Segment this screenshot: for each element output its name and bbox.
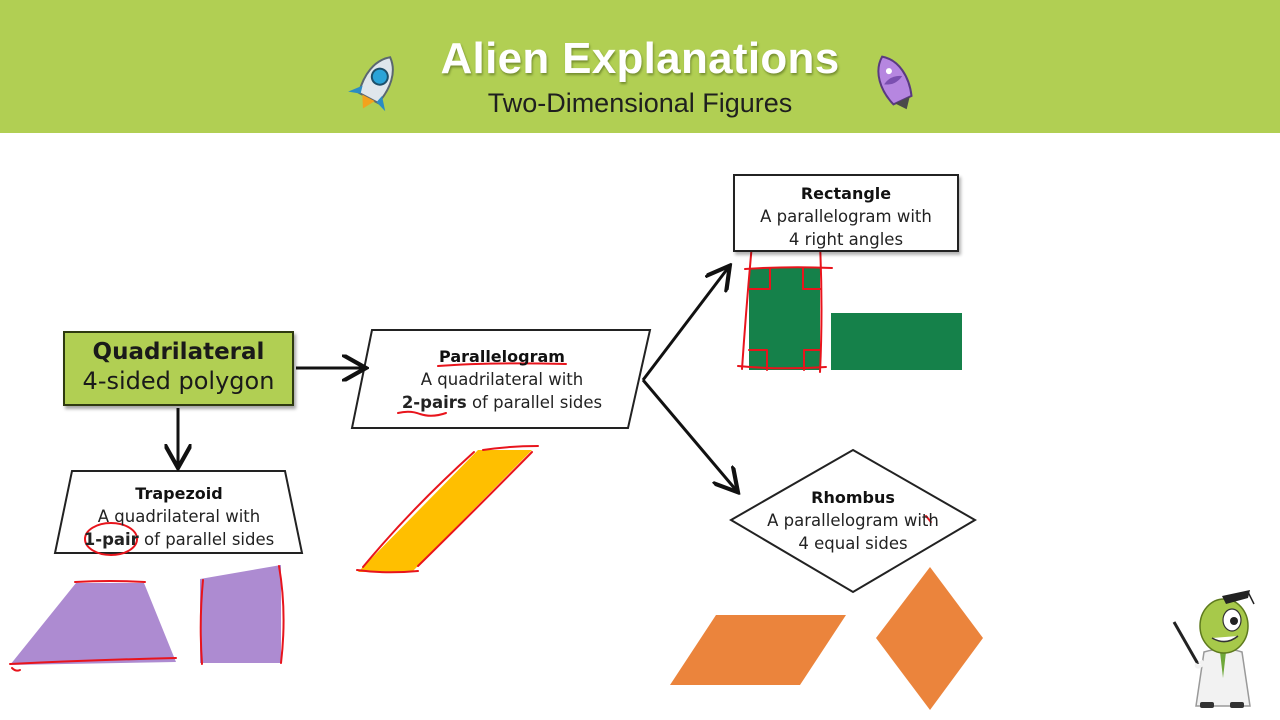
rocket-left-icon: [348, 56, 394, 112]
page-subtitle: Two-Dimensional Figures: [487, 88, 793, 118]
rectangle-line1: A parallelogram with: [760, 207, 932, 226]
trapezoid-line2-rest: of parallel sides: [138, 530, 275, 549]
rhombus-shape-2: [876, 567, 983, 710]
parallelogram-label: Parallelogram A quadrilateral with 2-pai…: [372, 345, 632, 414]
quadrilateral-title: Quadrilateral: [92, 339, 265, 365]
trapezoid-label: Trapezoid A quadrilateral with 1-pair of…: [68, 482, 290, 551]
rocket-right-icon: [877, 55, 913, 110]
rectangle-title: Rectangle: [800, 184, 892, 203]
trapezoid-line2: 1-pair of parallel sides: [68, 528, 290, 551]
parallelogram-title: Parallelogram: [439, 347, 565, 366]
page-title: Alien Explanations: [440, 34, 840, 83]
rhombus-shape-1: [670, 615, 846, 685]
trapezoid-emphasis: 1-pair: [83, 530, 139, 549]
rectangle-box: Rectangle A parallelogram with 4 right a…: [733, 174, 959, 252]
trapezoid-line1: A quadrilateral with: [97, 507, 261, 526]
trapezoid-label-shape: [53, 470, 304, 554]
parallelogram-label-shape: [350, 329, 652, 429]
trapezoid-shape-1: [10, 583, 176, 665]
parallelogram-line2: 2-pairs of parallel sides: [372, 391, 632, 414]
rectangle-line2: 4 right angles: [788, 230, 904, 249]
square-shape: [749, 268, 820, 370]
parallelogram-line2-rest: of parallel sides: [466, 393, 603, 412]
header-banner: Alien Explanations Two-Dimensional Figur…: [0, 0, 1280, 133]
trapezoid-title: Trapezoid: [135, 484, 223, 503]
rectangle-shape: [831, 313, 962, 370]
rhombus-line1: A parallelogram with: [767, 511, 939, 530]
arrow-parallelogram-to-rhombus: [641, 379, 736, 490]
quadrilateral-definition: 4-sided polygon: [82, 367, 275, 395]
rhombus-line2: 4 equal sides: [798, 534, 908, 553]
parallelogram-line1: A quadrilateral with: [420, 370, 584, 389]
alien-teacher-icon: [1172, 590, 1255, 708]
parallelogram-emphasis: 2-pairs: [401, 393, 467, 412]
trapezoid-shape-2: [200, 565, 281, 663]
rhombus-label-shape: [729, 448, 977, 594]
parallelogram-shape: [358, 450, 532, 572]
rhombus-title: Rhombus: [811, 488, 895, 507]
quadrilateral-box: Quadrilateral 4-sided polygon: [63, 331, 294, 406]
rhombus-label: Rhombus A parallelogram with 4 equal sid…: [735, 486, 971, 555]
arrow-parallelogram-to-rectangle: [641, 268, 728, 381]
